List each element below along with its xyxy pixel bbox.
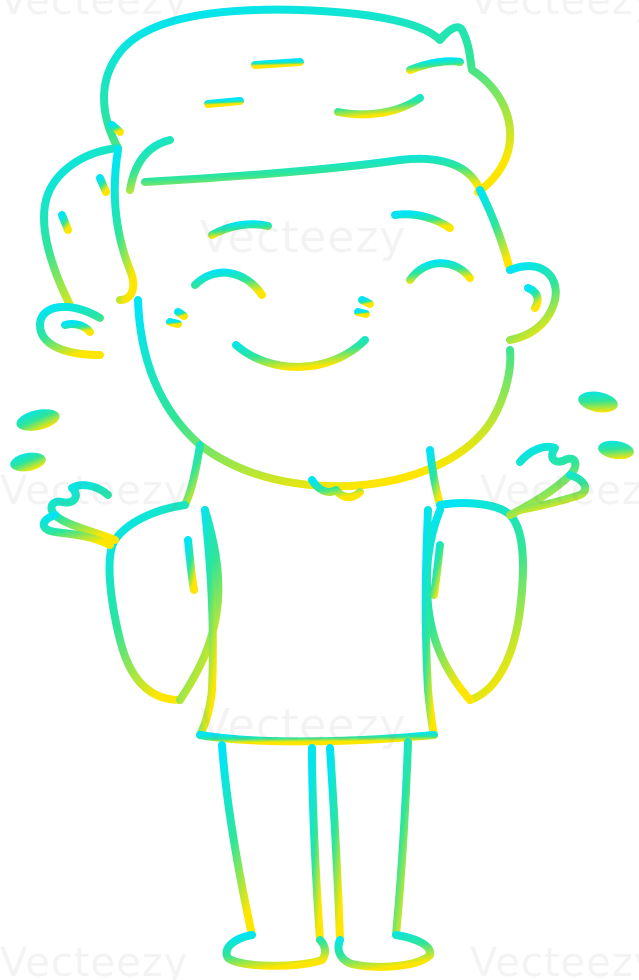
sweat-drop-left-2	[10, 452, 46, 472]
left-ear	[36, 302, 104, 359]
hair-strand-4	[406, 57, 464, 74]
face-right-edge	[476, 186, 514, 274]
hair-strand-3	[334, 94, 424, 119]
smile	[232, 336, 369, 371]
right-cheek-mark-2	[354, 308, 370, 318]
sweat-drop-right-1	[578, 391, 618, 413]
left-eyebrow	[208, 220, 272, 239]
left-ear-inner	[61, 319, 94, 336]
sweat-drop-left-1	[16, 409, 60, 431]
hair-strand-6	[96, 174, 110, 196]
shirt-left	[196, 506, 217, 739]
right-hand	[506, 442, 580, 519]
sweat-drop-right-2	[598, 440, 634, 460]
right-arm-inner	[422, 506, 474, 704]
left-leg-outer	[218, 741, 256, 939]
left-cheek-mark-2	[166, 318, 182, 328]
shirt-hem	[196, 731, 438, 746]
right-leg-inner	[326, 744, 344, 944]
right-shoulder	[436, 499, 527, 704]
left-hand-palm	[39, 511, 114, 549]
hair-fringe	[141, 154, 484, 194]
hair-strand-1	[251, 58, 304, 69]
neck-right	[426, 446, 444, 509]
shirt-fold-right	[430, 541, 444, 599]
left-shoulder	[105, 501, 189, 704]
hair-outline	[100, 5, 515, 196]
left-hand	[47, 481, 119, 544]
right-leg-outer	[392, 738, 412, 939]
shirt-right	[421, 506, 438, 739]
right-hand-palm	[516, 471, 590, 514]
right-eyebrow	[391, 210, 454, 232]
hair-back	[40, 144, 122, 309]
hair-strand-2	[204, 97, 244, 108]
left-leg-inner	[308, 744, 324, 944]
left-eye	[191, 268, 266, 299]
left-arm-inner	[176, 506, 223, 704]
shirt-fold-left	[184, 536, 198, 594]
right-foot	[334, 931, 435, 971]
hair-inner-line	[126, 136, 174, 194]
neck-left	[181, 441, 204, 509]
hair-strand-5	[108, 121, 124, 136]
left-foot	[222, 931, 330, 970]
right-eye	[406, 259, 474, 284]
right-cheek-mark-1	[358, 296, 374, 308]
right-ear	[506, 262, 560, 344]
hair-strand-7	[58, 211, 72, 234]
left-cheek-mark-1	[174, 308, 188, 320]
chin-lines	[308, 476, 364, 501]
right-ear-inner	[524, 284, 542, 312]
hair-side-lock	[110, 146, 138, 304]
